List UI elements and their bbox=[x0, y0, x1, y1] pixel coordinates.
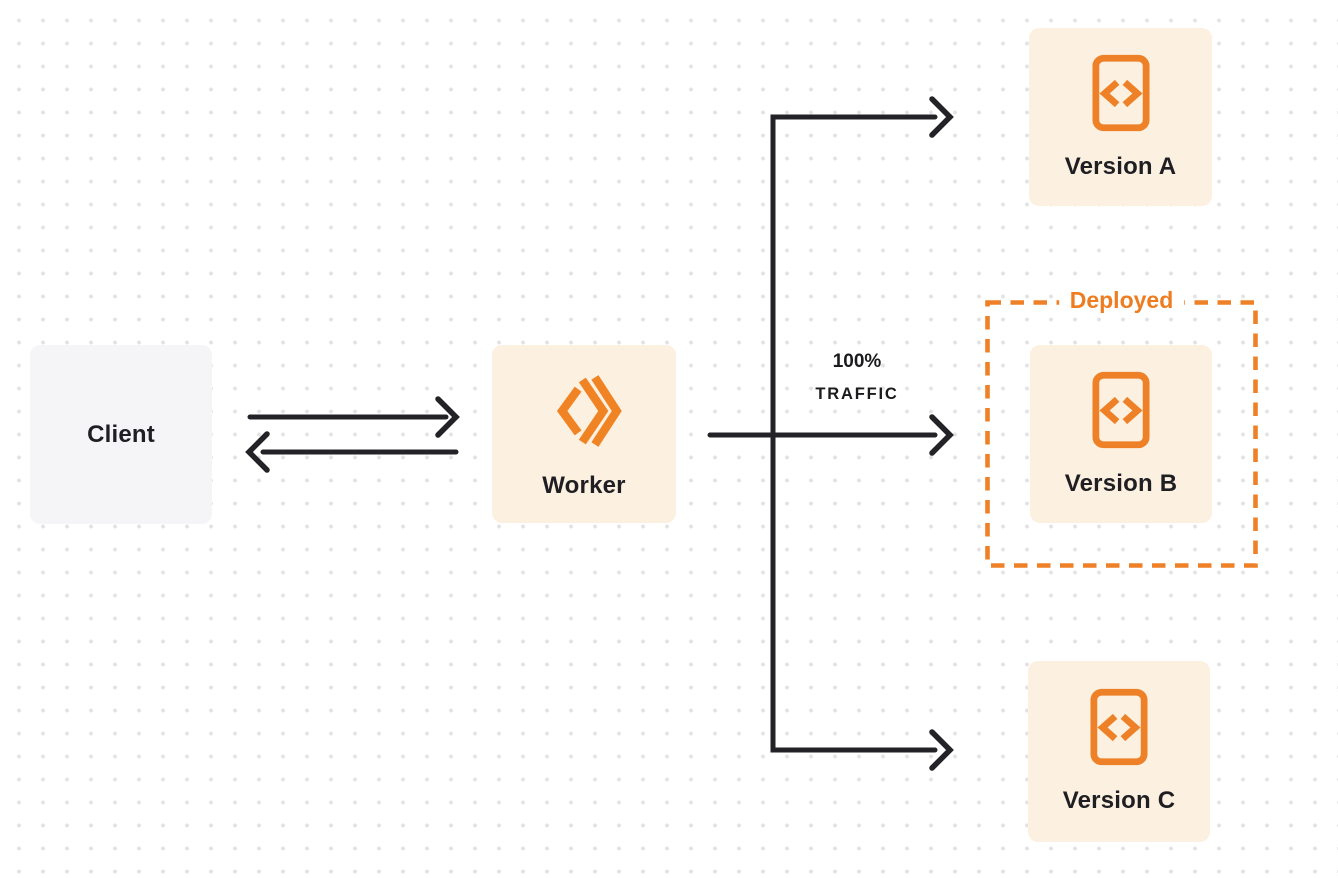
arrow-to-version-b-head bbox=[929, 414, 954, 456]
deployed-frame: Deployed bbox=[985, 285, 1258, 568]
client-node: Client bbox=[30, 345, 212, 524]
code-file-icon bbox=[1092, 371, 1150, 454]
traffic-word: TRAFFIC bbox=[815, 385, 899, 403]
worker-node: Worker bbox=[492, 345, 676, 523]
code-file-icon bbox=[1090, 688, 1148, 771]
code-file-icon bbox=[1091, 54, 1150, 137]
version-c-label: Version C bbox=[1062, 787, 1176, 814]
traffic-percent: 100% bbox=[832, 351, 882, 372]
deployed-dashed-border bbox=[985, 300, 1258, 568]
version-c-node: Version C bbox=[1028, 661, 1210, 842]
traffic-label: 100% TRAFFIC bbox=[779, 349, 935, 405]
arrow-client-to-worker-head bbox=[435, 396, 460, 438]
arrow-to-version-c-head bbox=[929, 729, 954, 771]
arrow-worker-to-client-head bbox=[245, 431, 270, 473]
workers-icon bbox=[546, 369, 622, 458]
version-a-node: Version A bbox=[1029, 28, 1212, 206]
version-b-label: Version B bbox=[1064, 469, 1178, 497]
arrow-to-version-a-head bbox=[929, 96, 954, 138]
worker-label: Worker bbox=[542, 471, 626, 499]
deployed-label: Deployed bbox=[1058, 285, 1185, 315]
version-b-node: Version B bbox=[1030, 345, 1212, 523]
version-a-label: Version A bbox=[1064, 152, 1177, 180]
client-label: Client bbox=[87, 420, 155, 448]
